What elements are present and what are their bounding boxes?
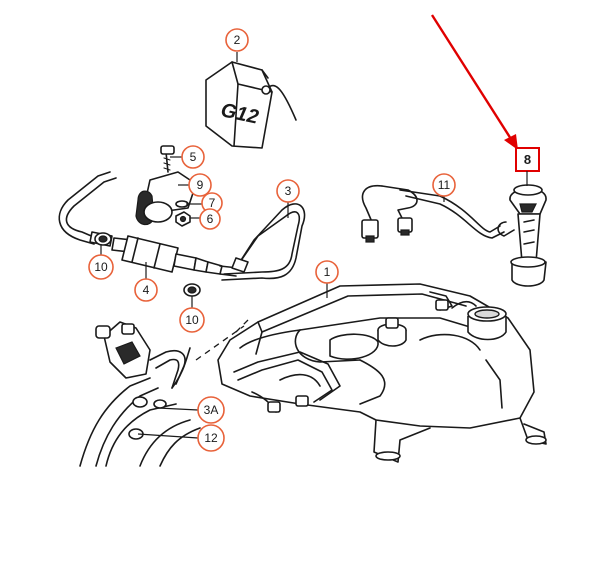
callout-7-label: 7	[209, 196, 216, 210]
callout-3: 3	[276, 179, 300, 203]
callout-1-label: 1	[324, 265, 331, 279]
callout-5-label: 5	[190, 150, 197, 164]
callout-9: 9	[188, 173, 212, 197]
callout-10-lower: 10	[179, 307, 205, 333]
callout-1: 1	[315, 260, 339, 284]
callout-3-label: 3	[285, 184, 292, 198]
callout-8-label: 8	[524, 152, 531, 167]
callout-3a-label: 3A	[204, 403, 219, 417]
filler-neck-sender	[497, 184, 547, 287]
sensor-wiring-harness	[361, 184, 505, 243]
callout-2: 2	[225, 28, 249, 52]
callout-12-label: 12	[204, 431, 218, 445]
callout-11: 11	[432, 173, 456, 197]
highlight-arrow	[430, 14, 518, 150]
callout-10-left-label: 10	[94, 260, 108, 274]
label-plate: G12	[205, 61, 297, 149]
callout-3a: 3A	[197, 396, 225, 424]
dashed-leader-right	[235, 319, 249, 333]
callout-11-label: 11	[438, 178, 451, 192]
callout-6: 6	[199, 208, 221, 230]
vent-valve-assembly	[79, 321, 201, 467]
hose-clamp-lower	[183, 283, 201, 297]
hose-clamp-left	[94, 232, 112, 246]
leader-lines	[100, 52, 445, 439]
callout-8: 8	[515, 147, 540, 186]
callout-4-label: 4	[143, 283, 150, 297]
callout-10-left: 10	[88, 254, 114, 280]
fuel-tank	[217, 283, 547, 463]
fuel-line	[221, 203, 306, 281]
callout-5: 5	[181, 145, 205, 169]
callout-10-lower-label: 10	[185, 313, 199, 327]
callout-9-label: 9	[197, 178, 204, 192]
callout-2-label: 2	[234, 33, 241, 47]
bracket-assembly	[135, 145, 197, 227]
callout-12: 12	[197, 424, 225, 452]
callout-4: 4	[134, 278, 158, 302]
callout-6-label: 6	[207, 212, 214, 226]
